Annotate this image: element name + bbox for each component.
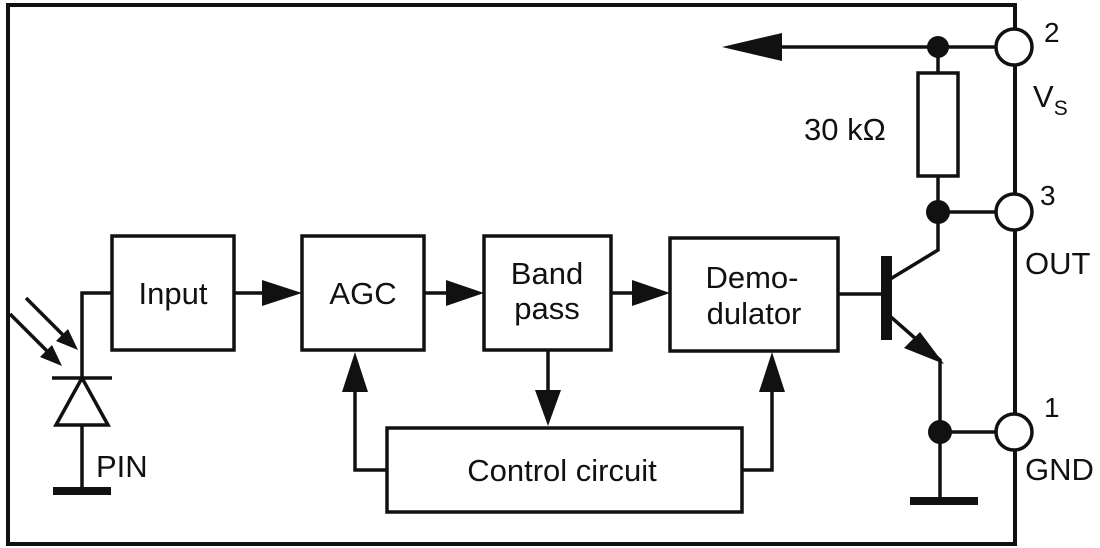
block-bandpass: Band pass <box>482 234 613 352</box>
block-control-circuit-label: Control circuit <box>467 453 657 488</box>
arrow-control-demodulator <box>759 352 785 392</box>
package-outline <box>6 3 1017 546</box>
resistor-label: 30 kΩ <box>804 112 886 147</box>
junction-gnd <box>928 420 952 444</box>
resistor <box>916 71 960 178</box>
junction-vs <box>927 36 949 58</box>
arrow-control-agc <box>342 352 368 392</box>
photodiode-label: PIN <box>96 449 148 484</box>
pin-3-name: OUT <box>1025 246 1091 281</box>
block-bandpass-label-line1: Band <box>511 256 583 291</box>
pin-3-out: 3 OUT <box>994 180 1091 281</box>
block-input: Input <box>110 234 236 352</box>
pin-1-gnd: 1 GND <box>994 392 1094 487</box>
pin-1-number: 1 <box>1044 392 1060 423</box>
pin-2-name-main: V <box>1033 79 1054 114</box>
block-agc: AGC <box>300 234 426 352</box>
pin-2-vs: 2 VS <box>994 17 1068 120</box>
block-control-circuit: Control circuit <box>385 426 744 514</box>
transistor-base-bar <box>881 256 892 340</box>
pin-2-number: 2 <box>1044 17 1060 48</box>
block-agc-label: AGC <box>329 276 396 311</box>
block-input-label: Input <box>139 276 208 311</box>
pin-2-name-subscript: S <box>1054 97 1068 120</box>
arrow-agc-bandpass <box>446 280 484 306</box>
pin-2-name: VS <box>1033 79 1068 120</box>
arrow-bandpass-control <box>535 390 561 426</box>
photodiode-symbol <box>8 296 112 427</box>
block-demodulator-label-line1: Demo- <box>705 260 798 295</box>
arrow-input-agc <box>262 280 302 306</box>
arrow-emitter <box>904 332 944 364</box>
pin-1-name: GND <box>1025 452 1094 487</box>
block-bandpass-label-line2: pass <box>514 291 579 326</box>
block-demodulator-label-line2: dulator <box>707 296 802 331</box>
junction-out <box>926 200 950 224</box>
arrow-vs-output <box>722 33 782 61</box>
photodiode-ground-bar <box>53 487 111 495</box>
pin-3-number: 3 <box>1040 180 1056 211</box>
ground-bar <box>910 497 978 505</box>
arrow-bandpass-demodulator <box>632 280 670 306</box>
block-demodulator: Demo- dulator <box>668 236 840 353</box>
